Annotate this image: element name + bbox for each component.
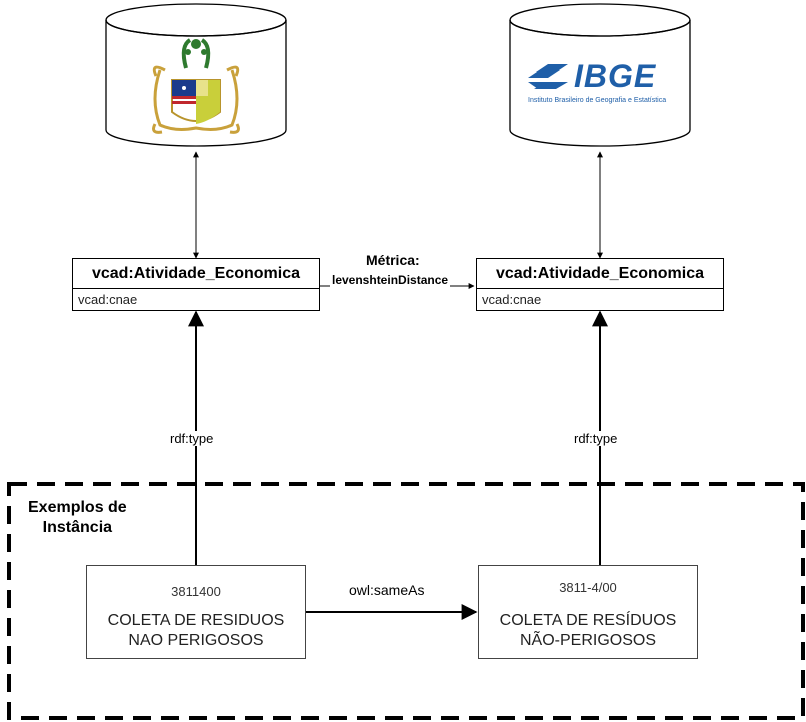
ibge-brand-text: IBGE: [574, 58, 657, 94]
metric-label: Métrica:: [366, 252, 420, 268]
instances-group-title-line1: Exemplos de: [28, 499, 127, 516]
left-class-attribute: vcad:cnae: [78, 292, 138, 307]
left-instance-box[interactable]: 3811400 COLETA DE RESIDUOS NAO PERIGOSOS: [86, 565, 306, 659]
instances-group-frame: [7, 482, 805, 720]
right-instance-name-line2: NÃO-PERIGOSOS: [519, 632, 657, 649]
maranhao-coat-of-arms-icon: [152, 38, 240, 134]
instances-group-title-line2: Instância: [42, 519, 113, 536]
right-instance-code: 3811-4/00: [559, 580, 617, 595]
right-database-cylinder[interactable]: [509, 3, 691, 147]
left-class-box[interactable]: vcad:Atividade_Economica vcad:cnae: [72, 258, 320, 311]
left-instance-name-line1: COLETA DE RESIDUOS: [107, 612, 285, 629]
left-rdf-type-label: rdf:type: [168, 431, 216, 446]
metric-value: levenshteinDistance: [330, 273, 451, 287]
right-rdf-type-label: rdf:type: [572, 431, 620, 446]
instances-group-title: Exemplos de Instância: [28, 498, 127, 538]
right-class-attribute: vcad:cnae: [482, 292, 542, 307]
right-instance-name-line1: COLETA DE RESÍDUOS: [499, 612, 677, 629]
right-instance-box[interactable]: 3811-4/00 COLETA DE RESÍDUOS NÃO-PERIGOS…: [478, 565, 698, 659]
ibge-subtitle-text: Instituto Brasileiro de Geografia e Esta…: [528, 97, 667, 104]
same-as-label: owl:sameAs: [347, 582, 427, 598]
left-instance-code: 3811400: [171, 584, 221, 599]
right-class-title: vcad:Atividade_Economica: [477, 259, 723, 289]
left-class-title: vcad:Atividade_Economica: [73, 259, 319, 289]
left-instance-name-line2: NAO PERIGOSOS: [128, 632, 264, 649]
ibge-logo-icon: [528, 64, 568, 89]
right-class-box[interactable]: vcad:Atividade_Economica vcad:cnae: [476, 258, 724, 311]
